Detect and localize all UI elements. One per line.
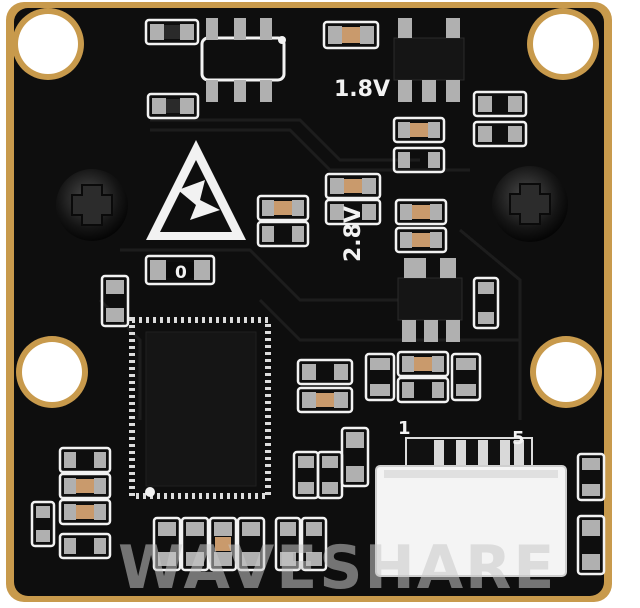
pin-5-label: 5: [512, 428, 525, 449]
pin-1-label: 1: [398, 418, 411, 439]
brand-watermark: WAVESHARE: [118, 533, 556, 603]
screw-left: [56, 169, 128, 241]
label-2-8v: 2.8V: [341, 206, 366, 262]
label-1-8v: 1.8V: [334, 77, 390, 102]
screw-right: [492, 166, 568, 242]
mounting-hole-top-right: [533, 14, 593, 74]
esd-warning-icon: [146, 140, 246, 240]
mounting-hole-bottom-right: [536, 342, 596, 402]
mounting-hole-top-left: [18, 14, 78, 74]
mounting-hole-bottom-left: [22, 342, 82, 402]
passive-components: [30, 18, 606, 576]
mounting-holes: [12, 8, 602, 408]
main-processor-chip: [129, 317, 271, 499]
five-pin-connector: [375, 437, 567, 577]
sot-ic-top: [200, 18, 286, 102]
resistor-value-label: 0: [175, 263, 187, 283]
